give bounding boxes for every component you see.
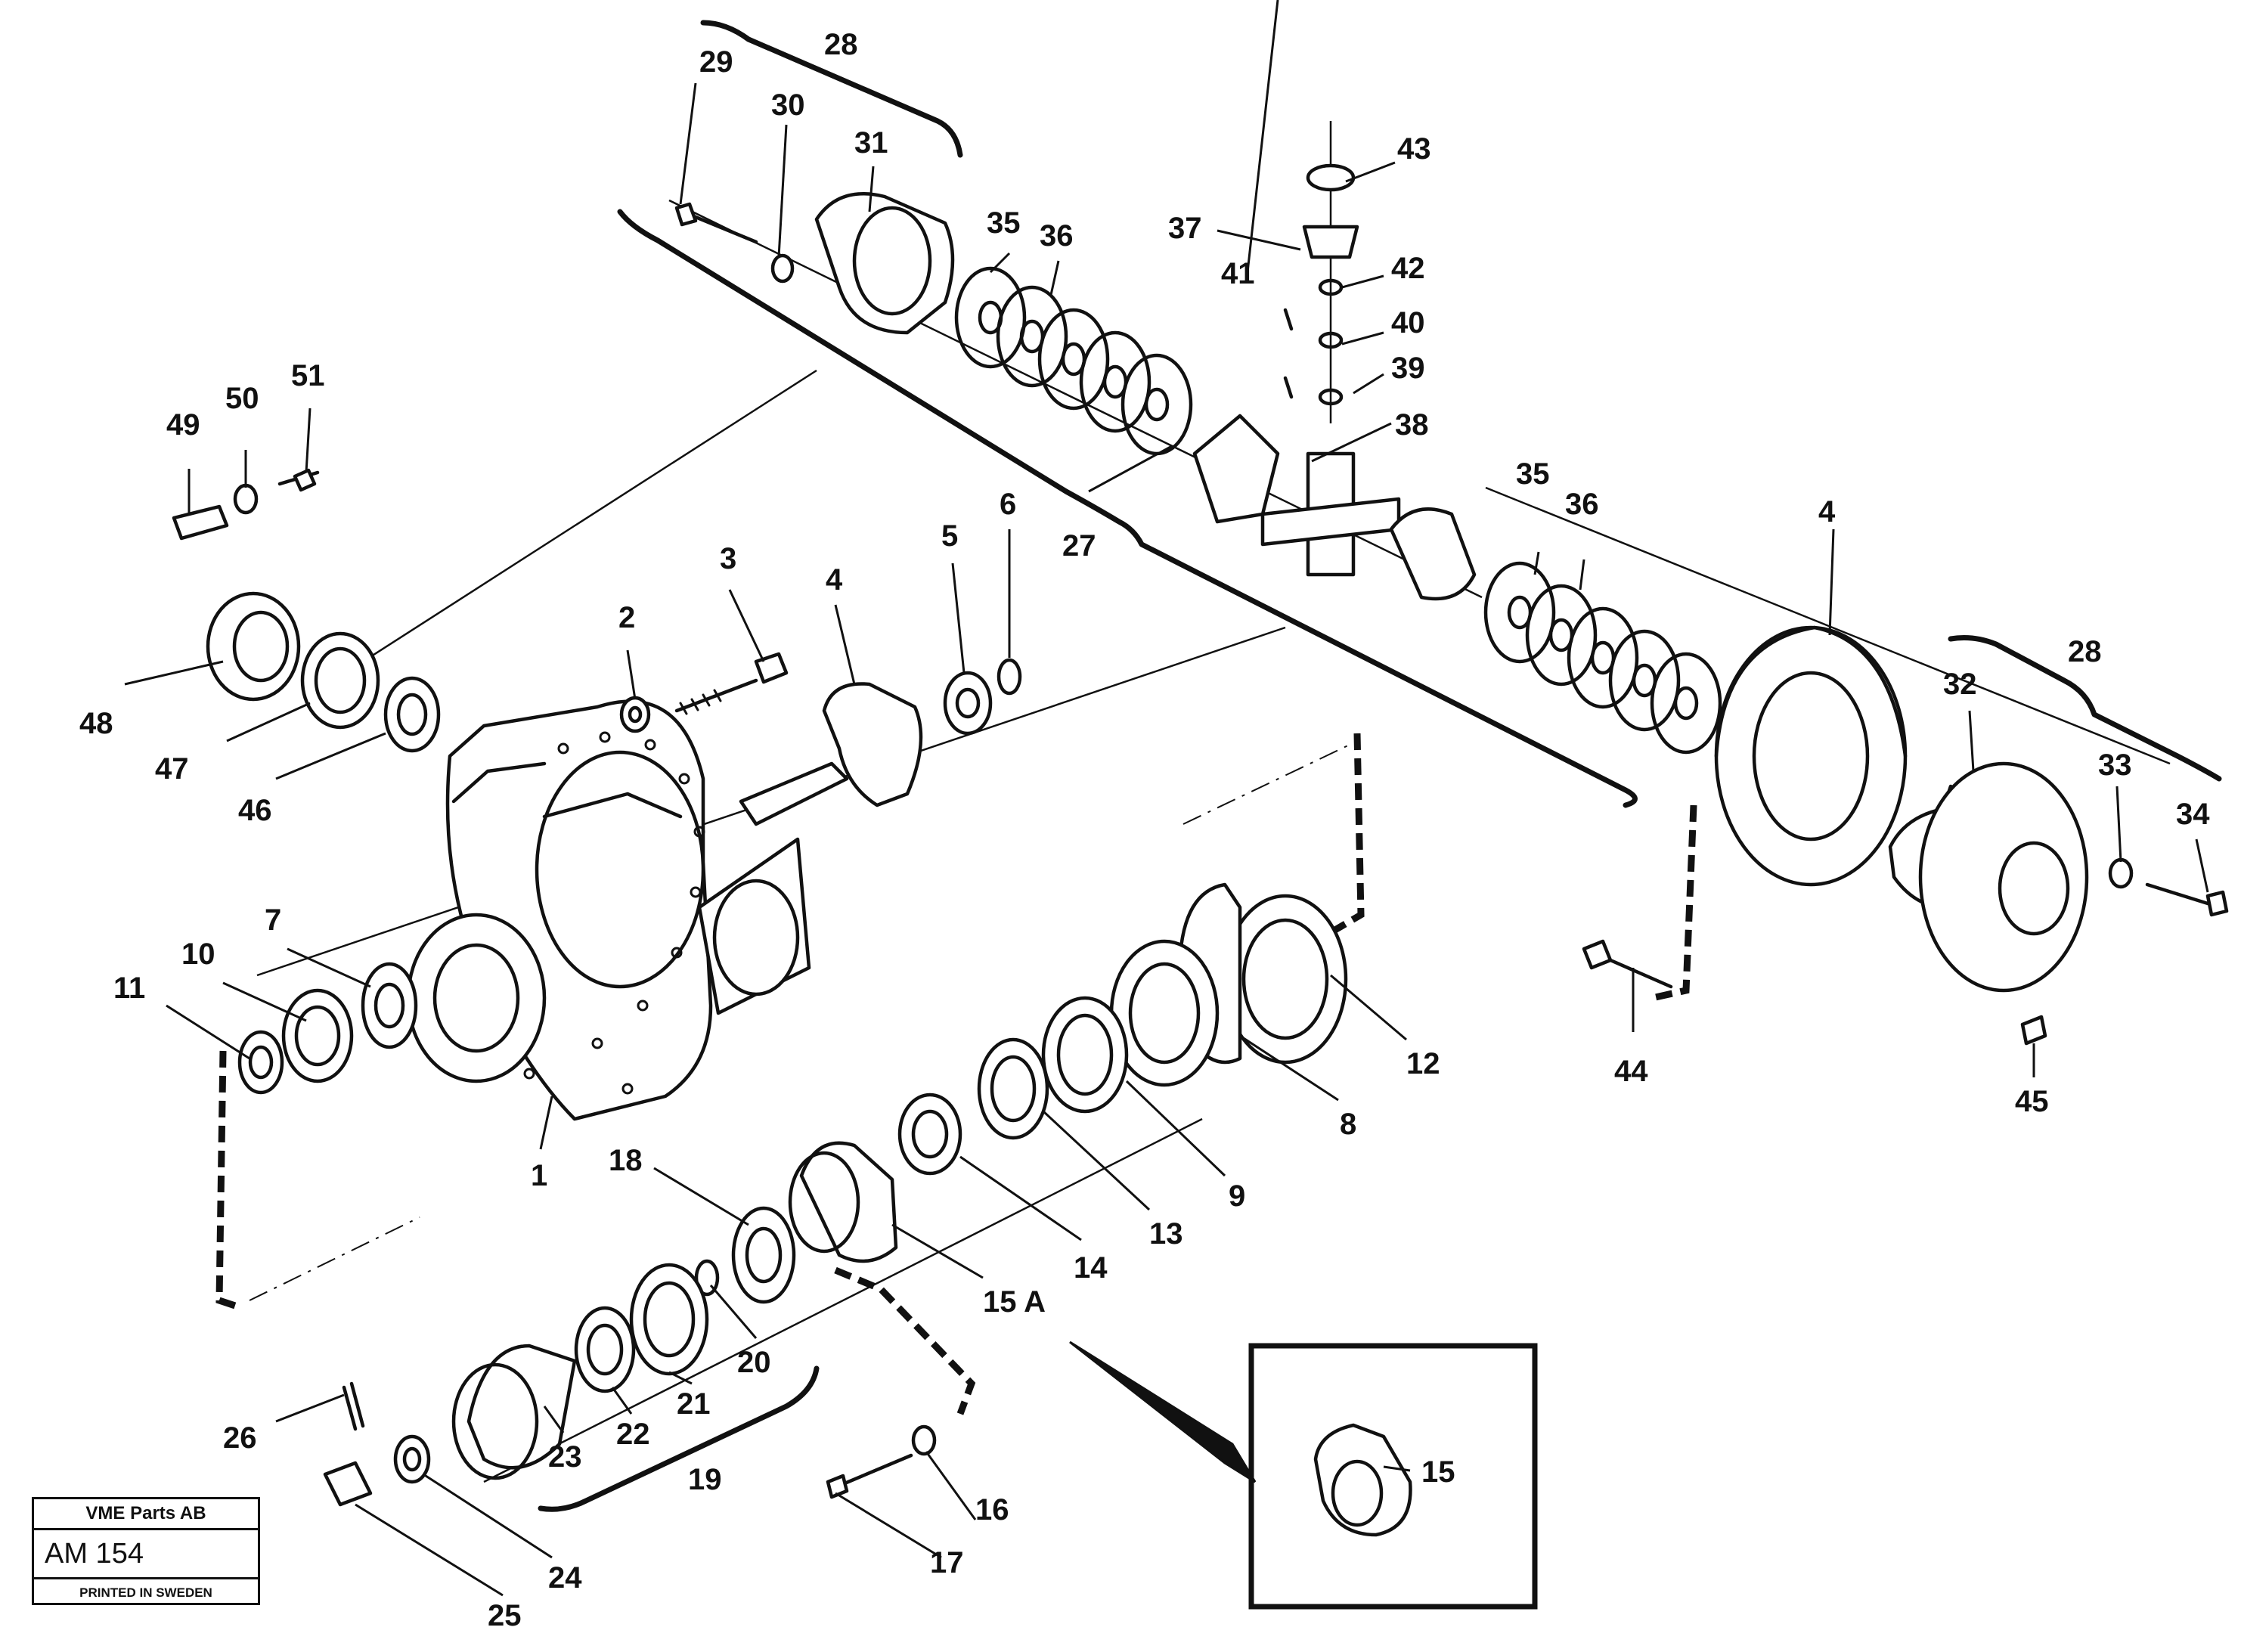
callout-4: 4	[826, 563, 843, 597]
output-flange-stack	[788, 882, 1348, 1263]
callout-40: 40	[1391, 306, 1425, 339]
crown-wheel	[1714, 625, 1908, 887]
callout-43: 43	[1397, 132, 1431, 166]
callout-19: 19	[688, 1463, 722, 1496]
callout-18: 18	[609, 1144, 643, 1177]
callout-4-right: 4	[1818, 495, 1836, 528]
callout-9: 9	[1229, 1179, 1245, 1213]
left-bearings	[237, 962, 418, 1095]
callout-31: 31	[854, 126, 888, 160]
callout-51: 51	[291, 359, 325, 392]
callout-46: 46	[238, 794, 272, 827]
alignment-lines	[215, 733, 1697, 1415]
callout-1: 1	[531, 1159, 547, 1192]
callout-23: 23	[548, 1440, 582, 1474]
bolt-and-washer	[619, 652, 789, 733]
callout-50: 50	[225, 382, 259, 415]
callout-16: 16	[975, 1493, 1009, 1526]
callout-8: 8	[1340, 1108, 1356, 1141]
callout-32: 32	[1943, 668, 1977, 701]
callout-17: 17	[930, 1546, 964, 1579]
callout-35-right: 35	[1516, 457, 1550, 491]
callout-36-top: 36	[1040, 219, 1074, 253]
differential-case-half	[1888, 761, 2229, 1046]
printed-note: PRINTED IN SWEDEN	[79, 1585, 212, 1600]
callout-47: 47	[155, 752, 189, 786]
callout-45: 45	[2015, 1085, 2049, 1118]
lower-pinion-parts	[323, 1206, 796, 1507]
callout-12: 12	[1406, 1047, 1440, 1080]
callout-44: 44	[1614, 1055, 1648, 1088]
callout-21: 21	[677, 1387, 711, 1421]
company-name: VME Parts AB	[34, 1499, 258, 1530]
callout-10: 10	[181, 938, 215, 971]
callout-3: 3	[720, 542, 736, 575]
callout-7: 7	[265, 903, 281, 937]
upper-differential-parts	[674, 163, 1722, 755]
callout-48: 48	[79, 707, 113, 740]
callout-34: 34	[2176, 798, 2210, 831]
callout-38: 38	[1395, 408, 1429, 442]
callout-30: 30	[771, 88, 805, 122]
callout-14: 14	[1074, 1251, 1108, 1285]
callout-26: 26	[223, 1421, 257, 1455]
callout-36-right: 36	[1565, 488, 1599, 521]
callout-11: 11	[113, 972, 145, 1005]
callout-28-right: 28	[2068, 635, 2102, 668]
callout-27: 27	[1062, 529, 1096, 563]
callout-28-top: 28	[824, 28, 858, 61]
callout-labels: 1 2 3 4 5 6 7 8 9 10 11 12 13 14 15 15 A…	[79, 28, 2210, 1632]
callout-22: 22	[616, 1418, 650, 1451]
callout-25: 25	[488, 1599, 522, 1632]
pinion-assembly	[739, 658, 1022, 826]
callout-41: 41	[1221, 257, 1255, 290]
title-block: VME Parts AB AM 154 PRINTED IN SWEDEN	[32, 1497, 260, 1605]
crown-wheel-bolt	[1582, 939, 1673, 989]
callout-33: 33	[2098, 749, 2132, 782]
detail-inset	[1069, 1341, 1538, 1610]
callout-37: 37	[1168, 212, 1202, 245]
differential-housing	[406, 699, 811, 1121]
callout-15: 15	[1421, 1455, 1455, 1489]
callout-13: 13	[1149, 1217, 1183, 1251]
callout-6: 6	[1000, 488, 1016, 521]
callout-15a: 15 A	[983, 1285, 1046, 1319]
flange-bolt	[826, 1424, 937, 1499]
callout-42: 42	[1391, 252, 1425, 285]
callout-5: 5	[941, 519, 958, 553]
callout-29: 29	[699, 45, 733, 79]
top-left-bearings	[206, 591, 441, 753]
illustration-code: AM 154	[34, 1530, 258, 1579]
callout-20: 20	[737, 1346, 771, 1379]
group-brackets	[538, 20, 2222, 1512]
callout-35-top: 35	[987, 206, 1021, 240]
leader-lines	[124, 0, 2209, 1597]
callout-24: 24	[548, 1561, 582, 1595]
lock-plate-parts	[172, 468, 320, 541]
callout-2: 2	[618, 601, 635, 634]
callout-49: 49	[166, 408, 200, 442]
callout-39: 39	[1391, 352, 1425, 385]
